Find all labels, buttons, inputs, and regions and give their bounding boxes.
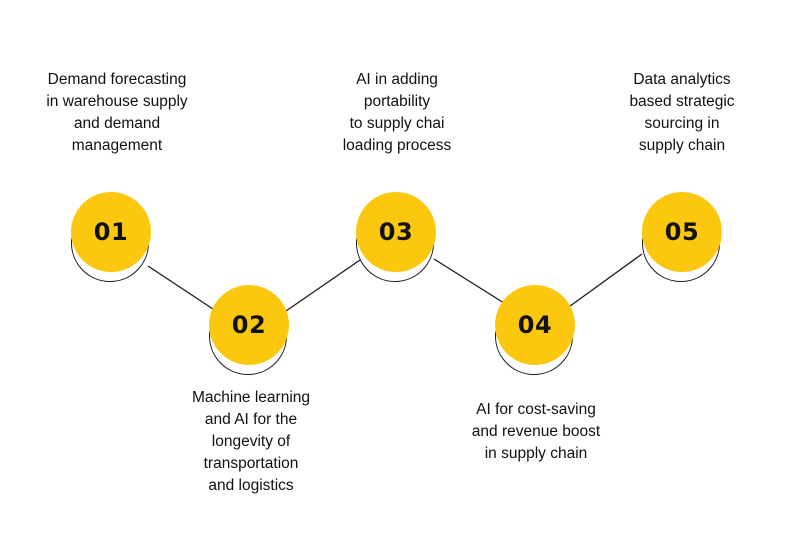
step-04-node: 04 [493,285,577,377]
step-01-label-line: Demand forecasting [47,71,187,88]
step-02-label-line: Machine learning [191,389,311,406]
step-04-circle: 04 [495,285,575,365]
step-02-label: Machine learning and AI for the longevit… [151,387,351,497]
step-05-label-line: sourcing in [644,115,720,132]
step-05-label: Data analytics based strategic sourcing … [582,69,782,157]
step-05-number: 05 [664,218,700,246]
step-02-label-line: and AI for the [204,411,298,428]
step-01-circle: 01 [71,192,151,272]
step-05-label-line: Data analytics [633,71,731,88]
step-01-label-line: and demand [73,115,161,132]
step-03-label-line: portability [363,93,431,110]
step-05-label-line: supply chain [638,137,726,154]
step-03-circle: 03 [356,192,436,272]
step-01-label: Demand forecasting in warehouse supply a… [17,69,217,157]
step-02-node: 02 [207,285,291,377]
step-04-label-line: in supply chain [484,445,588,462]
step-05-label-line: based strategic [629,93,735,110]
connector-02-03 [285,259,361,312]
step-04-label: AI for cost-saving and revenue boost in … [436,399,636,465]
step-02-number: 02 [231,311,267,339]
connector-04-05 [565,253,643,310]
step-05-node: 05 [640,192,724,284]
step-05-circle: 05 [642,192,722,272]
step-01-label-line: management [71,137,163,154]
step-03-label-line: loading process [342,137,452,154]
step-04-number: 04 [517,311,553,339]
step-04-label-line: and revenue boost [471,423,601,440]
step-02-label-line: transportation [203,455,299,472]
step-03-node: 03 [354,192,438,284]
step-01-label-line: in warehouse supply [46,93,188,110]
step-02-circle: 02 [209,285,289,365]
connector-03-04 [433,258,505,304]
step-01-number: 01 [93,218,129,246]
step-03-label-line: to supply chai [349,115,445,132]
step-03-label: AI in adding portability to supply chai … [297,69,497,157]
step-02-label-line: longevity of [211,433,291,450]
step-03-number: 03 [378,218,414,246]
step-04-label-line: AI for cost-saving [476,401,596,418]
step-03-label-line: AI in adding [356,71,438,88]
step-01-node: 01 [69,192,153,284]
step-02-label-line: and logistics [208,477,294,494]
connector-01-02 [147,265,217,312]
